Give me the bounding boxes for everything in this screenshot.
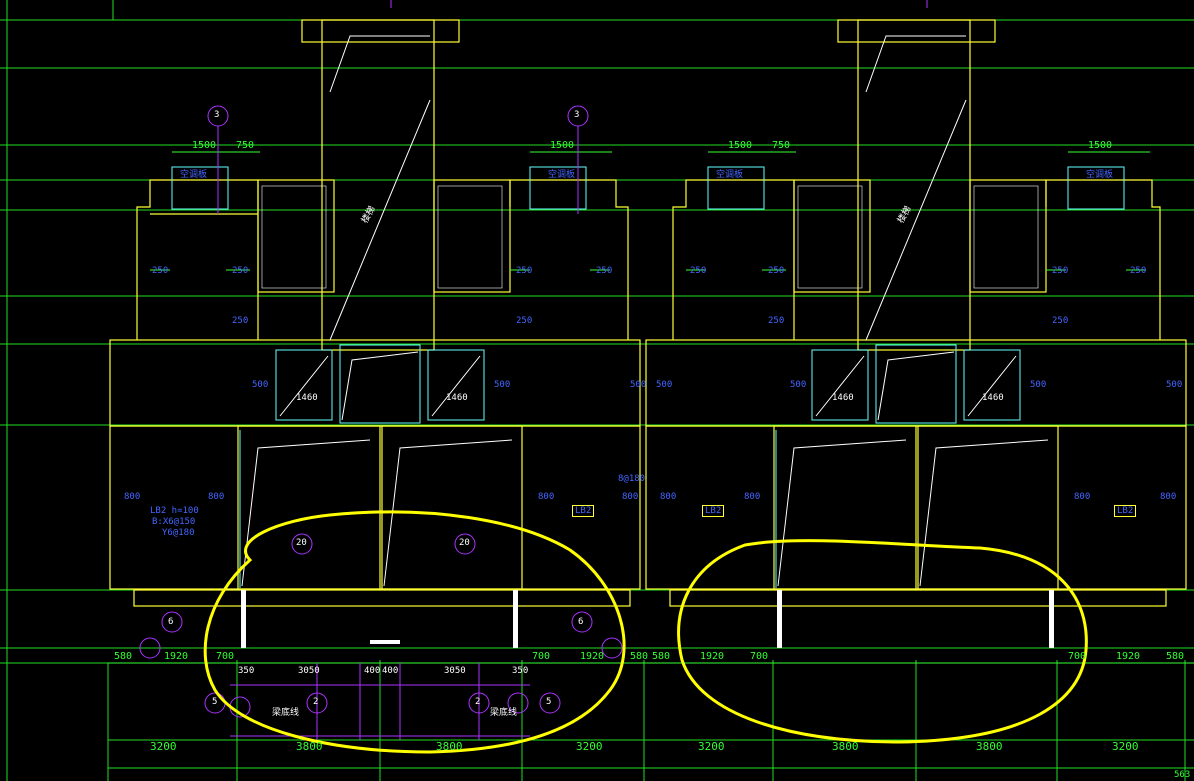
dim-1920-b: 1920 — [580, 651, 605, 662]
dim-800-e: 800 — [660, 492, 677, 502]
lb2-note-2: B:X6@150 — [152, 517, 196, 527]
dim-580-b: 580 — [630, 651, 649, 662]
edge-label: 563 — [1174, 770, 1191, 780]
lb2-tag-c: LB2 — [1114, 505, 1137, 517]
dim-250-b: 250 — [232, 266, 249, 276]
dim-800-g: 800 — [1074, 492, 1091, 502]
dim-800-a: 800 — [124, 492, 141, 502]
dim-800-b: 800 — [208, 492, 225, 502]
dim-580-a: 580 — [114, 651, 133, 662]
lb2-note-1: LB2 h=100 — [150, 506, 199, 516]
inner-lines — [171, 166, 1125, 588]
hatch-areas — [261, 185, 1039, 289]
dim-1500-d: 1500 — [1088, 140, 1113, 151]
dim-3050-a: 3050 — [298, 666, 320, 676]
beam-line-b: 梁底线 — [490, 708, 518, 718]
dim-700-b: 700 — [532, 651, 551, 662]
dim-1920-c: 1920 — [700, 651, 725, 662]
dim-580-c: 580 — [652, 651, 671, 662]
dim-250-h: 250 — [1130, 266, 1147, 276]
axis-label-20a: 20 — [296, 538, 307, 548]
dim-3800-d: 3800 — [976, 740, 1003, 753]
dim-3200-b: 3200 — [576, 740, 603, 753]
axis-label-5a: 5 — [212, 697, 218, 707]
dim-1920-d: 1920 — [1116, 651, 1141, 662]
dim-1920-a: 1920 — [164, 651, 189, 662]
dim-800-h: 800 — [1160, 492, 1177, 502]
dim-700-c: 700 — [750, 651, 769, 662]
axis-label-20b: 20 — [459, 538, 470, 548]
axis-label-5b: 5 — [546, 697, 552, 707]
dim-1500-a: 1500 — [192, 140, 217, 151]
dim-1460-b: 1460 — [446, 393, 468, 403]
room-label-ac2: 空调板 — [548, 170, 576, 180]
highlight-circles — [203, 510, 1088, 754]
axis-label-6a: 6 — [168, 617, 174, 627]
dim-700-d: 700 — [1068, 651, 1087, 662]
dim-250-j: 250 — [516, 316, 533, 326]
rebar-label-8180: 8@180 — [618, 474, 646, 484]
dim-1500-b: 1500 — [550, 140, 575, 151]
dim-250-l: 250 — [1052, 316, 1069, 326]
dim-500-c: 500 — [630, 380, 647, 390]
dim-250-d: 250 — [596, 266, 613, 276]
dim-500-d: 500 — [656, 380, 673, 390]
dim-1460-c: 1460 — [832, 393, 854, 403]
dim-250-e: 250 — [690, 266, 707, 276]
dim-250-f: 250 — [768, 266, 785, 276]
dim-marks — [108, 151, 1194, 664]
dim-250-a: 250 — [152, 266, 169, 276]
dim-250-k: 250 — [768, 316, 785, 326]
axis-label-6b: 6 — [578, 617, 584, 627]
annotations-purple — [139, 0, 928, 740]
lb2-note-3: Y6@180 — [162, 528, 195, 538]
dim-800-d: 800 — [622, 492, 639, 502]
dim-500-b: 500 — [494, 380, 511, 390]
dim-800-f: 800 — [744, 492, 761, 502]
dim-3800-c: 3800 — [832, 740, 859, 753]
lb2-tag-a: LB2 — [572, 505, 595, 517]
dim-500-a: 500 — [252, 380, 269, 390]
dim-400-b: 400 — [382, 666, 399, 676]
dim-3200-c: 3200 — [698, 740, 725, 753]
dim-580-d: 580 — [1166, 651, 1185, 662]
dim-3200-d: 3200 — [1112, 740, 1139, 753]
lb2-tag-b: LB2 — [702, 505, 725, 517]
dim-1460-a: 1460 — [296, 393, 318, 403]
dim-750-a: 750 — [236, 140, 255, 151]
dim-800-c: 800 — [538, 492, 555, 502]
walls — [109, 19, 1187, 607]
dim-250-c: 250 — [516, 266, 533, 276]
dim-700-a: 700 — [216, 651, 235, 662]
dim-3200-a: 3200 — [150, 740, 177, 753]
dim-500-e: 500 — [790, 380, 807, 390]
dim-750-b: 750 — [772, 140, 791, 151]
stair-diagonals — [241, 35, 1049, 587]
dim-1500-c: 1500 — [728, 140, 753, 151]
white-columns — [241, 590, 1054, 648]
dim-400-a: 400 — [364, 666, 381, 676]
room-label-ac1: 空调板 — [180, 170, 208, 180]
dim-3800-a: 3800 — [296, 740, 323, 753]
axis-label-2b: 2 — [475, 697, 481, 707]
axis-label-2a: 2 — [313, 697, 319, 707]
axis-label-3b: 3 — [574, 110, 580, 120]
beam-line-a: 梁底线 — [272, 708, 300, 718]
dim-250-g: 250 — [1052, 266, 1069, 276]
dim-500-f: 500 — [1030, 380, 1047, 390]
room-label-ac4: 空调板 — [1086, 170, 1114, 180]
dim-500-g: 500 — [1166, 380, 1183, 390]
dim-3800-b: 3800 — [436, 740, 463, 753]
dim-350-b: 350 — [512, 666, 529, 676]
dim-350-a: 350 — [238, 666, 255, 676]
dim-3050-b: 3050 — [444, 666, 466, 676]
dim-250-i: 250 — [232, 316, 249, 326]
room-label-ac3: 空调板 — [716, 170, 744, 180]
dim-1460-d: 1460 — [982, 393, 1004, 403]
axis-label-3a: 3 — [214, 110, 220, 120]
